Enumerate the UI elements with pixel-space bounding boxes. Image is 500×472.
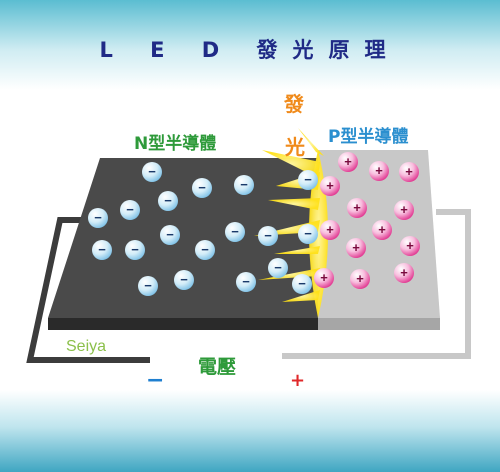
svg-text:−: − bbox=[242, 274, 250, 289]
positive-wire bbox=[282, 209, 471, 359]
electron: − bbox=[174, 270, 194, 290]
hole: + bbox=[350, 269, 370, 289]
negative-wire bbox=[26, 217, 150, 363]
svg-text:−: − bbox=[98, 242, 106, 257]
svg-text:−: − bbox=[274, 260, 282, 275]
svg-text:−: − bbox=[304, 172, 312, 187]
p-type-block-front bbox=[318, 318, 440, 330]
svg-text:−: − bbox=[198, 180, 206, 195]
electron: − bbox=[160, 225, 180, 245]
hole: + bbox=[314, 268, 334, 288]
negative-terminal-sign: − bbox=[146, 368, 165, 393]
hole: + bbox=[372, 220, 392, 240]
n-type-block-front bbox=[48, 318, 318, 330]
bottom-band bbox=[0, 390, 500, 472]
electron: − bbox=[142, 162, 162, 182]
hole: + bbox=[394, 263, 414, 283]
svg-text:+: + bbox=[353, 200, 361, 215]
svg-text:−: − bbox=[201, 242, 209, 257]
svg-text:+: + bbox=[320, 270, 328, 285]
emission-label-char-2: 光 bbox=[285, 135, 305, 159]
svg-text:+: + bbox=[378, 222, 386, 237]
svg-text:−: − bbox=[298, 276, 306, 291]
svg-text:−: − bbox=[164, 193, 172, 208]
svg-text:+: + bbox=[400, 265, 408, 280]
hole: + bbox=[400, 236, 420, 256]
electron: − bbox=[192, 178, 212, 198]
hole: + bbox=[347, 198, 367, 218]
electron: − bbox=[195, 240, 215, 260]
svg-text:−: − bbox=[148, 164, 156, 179]
svg-text:−: − bbox=[131, 242, 139, 257]
svg-text:+: + bbox=[352, 240, 360, 255]
svg-text:−: − bbox=[231, 224, 239, 239]
svg-text:+: + bbox=[326, 178, 334, 193]
emission-label-char-1: 發 bbox=[284, 92, 304, 116]
watermark-text: Seiya bbox=[66, 338, 107, 355]
electron: − bbox=[225, 222, 245, 242]
svg-text:−: − bbox=[166, 227, 174, 242]
p-type-label: P型半導體 bbox=[328, 127, 409, 147]
holes: + + + + + + + + + + + + + bbox=[314, 152, 420, 289]
svg-text:+: + bbox=[375, 163, 383, 178]
svg-text:+: + bbox=[356, 271, 364, 286]
electron: − bbox=[236, 272, 256, 292]
electron: − bbox=[158, 191, 178, 211]
svg-text:+: + bbox=[405, 164, 413, 179]
svg-text:−: − bbox=[240, 177, 248, 192]
svg-text:−: − bbox=[144, 278, 152, 293]
hole: + bbox=[399, 162, 419, 182]
svg-text:+: + bbox=[326, 222, 334, 237]
voltage-label: 電壓 bbox=[198, 356, 237, 378]
diagram-title: L E D 發光原理 bbox=[99, 38, 401, 62]
n-type-label: N型半導體 bbox=[134, 134, 217, 154]
svg-text:−: − bbox=[180, 272, 188, 287]
electron: − bbox=[292, 274, 312, 294]
electron: − bbox=[258, 226, 278, 246]
electron: − bbox=[138, 276, 158, 296]
svg-text:+: + bbox=[406, 238, 414, 253]
electron: − bbox=[298, 170, 318, 190]
svg-text:+: + bbox=[400, 202, 408, 217]
electron: − bbox=[268, 258, 288, 278]
electrons: −−−−−−−−−−−−−−−−−−− bbox=[88, 162, 318, 296]
hole: + bbox=[338, 152, 358, 172]
electron: − bbox=[234, 175, 254, 195]
svg-text:−: − bbox=[304, 226, 312, 241]
top-band bbox=[0, 0, 500, 90]
hole: + bbox=[369, 161, 389, 181]
positive-terminal-sign: + bbox=[290, 370, 306, 391]
hole: + bbox=[394, 200, 414, 220]
electron: − bbox=[120, 200, 140, 220]
svg-text:+: + bbox=[344, 154, 352, 169]
electron: − bbox=[92, 240, 112, 260]
hole: + bbox=[320, 220, 340, 240]
electron: − bbox=[125, 240, 145, 260]
hole: + bbox=[346, 238, 366, 258]
electron: − bbox=[88, 208, 108, 228]
svg-text:−: − bbox=[94, 210, 102, 225]
svg-text:−: − bbox=[264, 228, 272, 243]
electron: − bbox=[298, 224, 318, 244]
svg-text:−: − bbox=[126, 202, 134, 217]
hole: + bbox=[320, 176, 340, 196]
